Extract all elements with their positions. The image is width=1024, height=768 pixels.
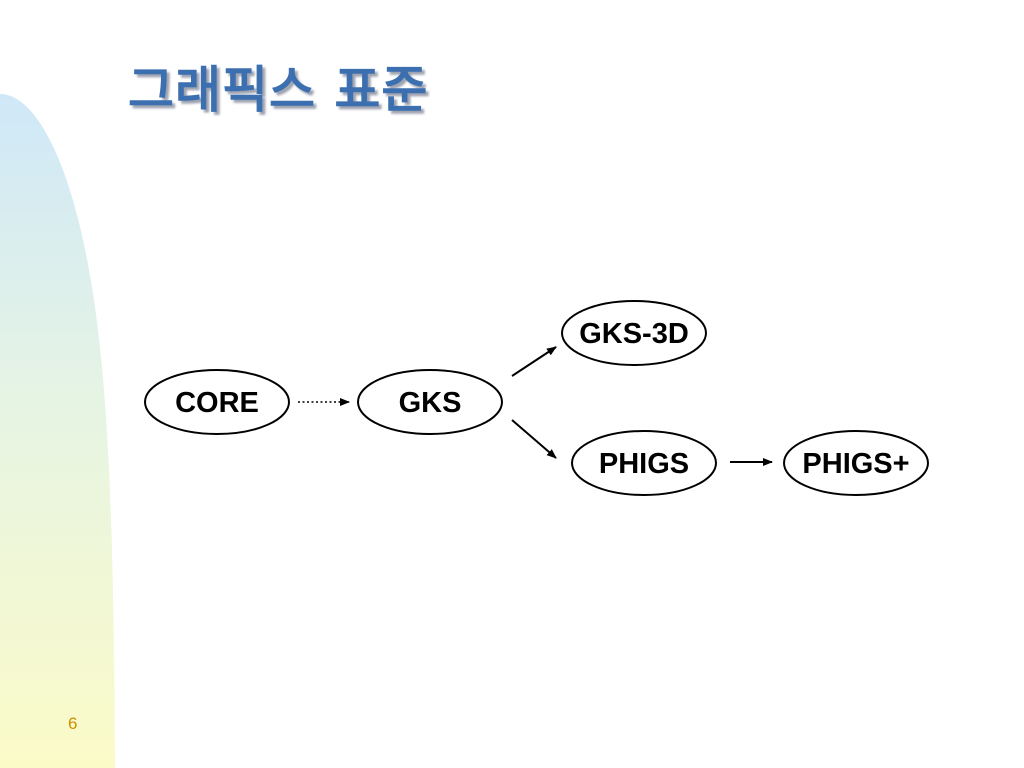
node-gks-3d-label: GKS-3D <box>579 318 689 350</box>
node-core: CORE <box>144 369 290 435</box>
node-gks-3d: GKS-3D <box>561 300 707 366</box>
node-gks-label: GKS <box>399 387 462 419</box>
node-phigs-label: PHIGS <box>599 448 689 480</box>
arrow-gks-to-phigs <box>511 419 557 459</box>
node-gks: GKS <box>357 369 503 435</box>
node-core-label: CORE <box>175 387 259 419</box>
arrow-gks-to-gks-3d <box>511 346 557 377</box>
node-phigs-plus-label: PHIGS+ <box>802 448 909 480</box>
page-number: 6 <box>68 714 78 733</box>
node-phigs-plus: PHIGS+ <box>783 430 929 496</box>
node-phigs: PHIGS <box>571 430 717 496</box>
slide-title: 그래픽스 표준 <box>128 61 429 119</box>
